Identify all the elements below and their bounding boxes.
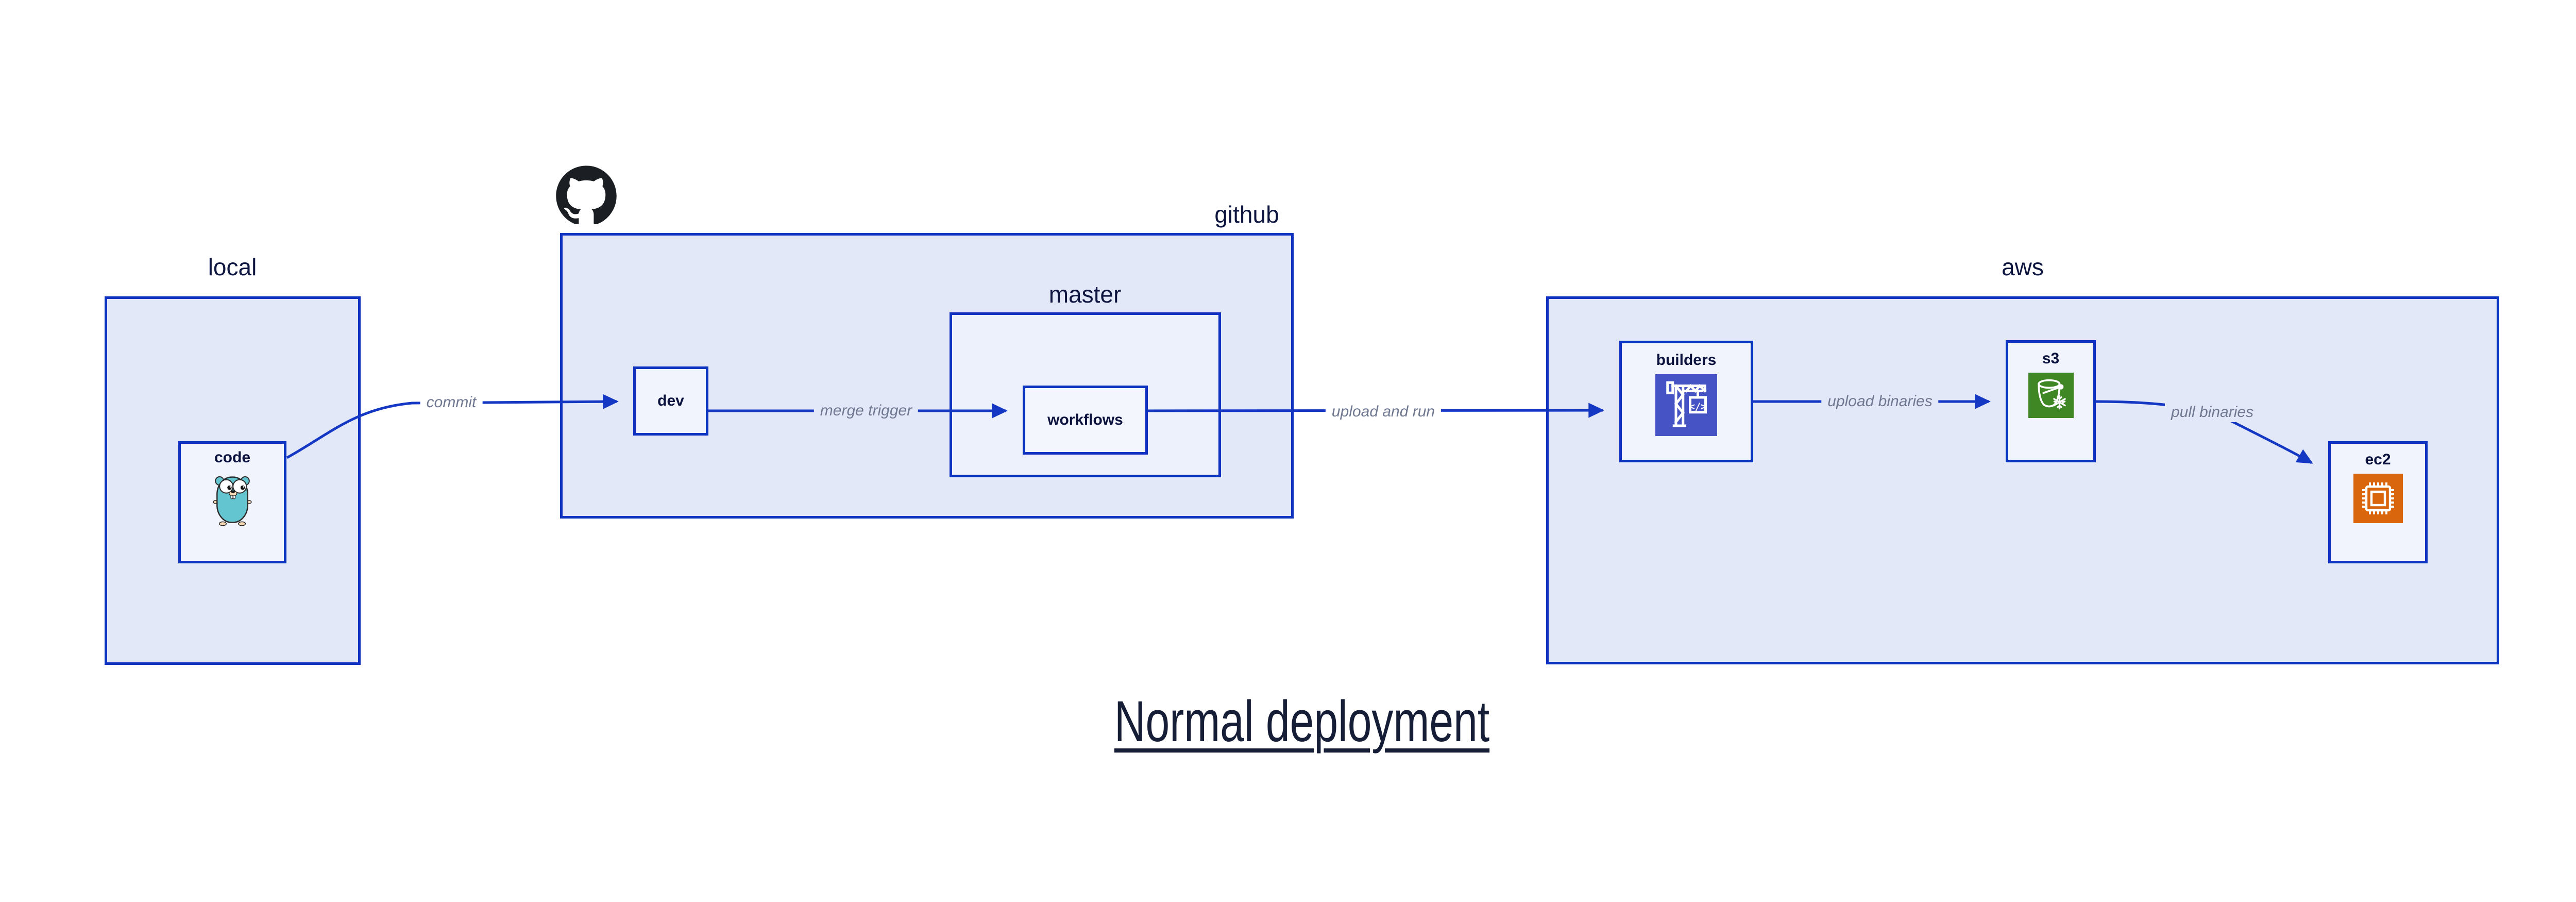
aws-ec2-icon <box>2353 474 2403 523</box>
edge-label-pull-binaries: pull binaries <box>2164 403 2260 422</box>
container-label-github: github <box>1214 201 1279 228</box>
node-s3: s3 <box>2006 340 2096 462</box>
github-logo-icon <box>556 165 617 224</box>
node-dev: dev <box>633 366 708 436</box>
edge-label-commit: commit <box>420 393 483 412</box>
edge-label-upload-binaries: upload binaries <box>1821 392 1939 411</box>
node-label-dev: dev <box>657 392 684 409</box>
diagram-title-text: Normal deployment <box>1114 689 1490 754</box>
node-label-ec2: ec2 <box>2365 451 2391 468</box>
node-ec2: ec2 <box>2328 441 2428 563</box>
aws-codebuild-icon: </> <box>1655 374 1717 436</box>
aws-s3-glacier-icon <box>2028 373 2074 418</box>
node-label-workflows: workflows <box>1047 411 1123 428</box>
svg-text:</>: </> <box>1689 402 1707 412</box>
github-octocat-path <box>556 165 617 224</box>
diagram-title: Normal deployment <box>1052 689 1552 755</box>
node-workflows: workflows <box>1023 386 1148 455</box>
edge-label-upload-and-run: upload and run <box>1325 402 1442 422</box>
edge-label-merge-trigger: merge trigger <box>814 401 919 421</box>
container-label-local: local <box>208 254 257 280</box>
node-builders: builders </> <box>1619 341 1753 462</box>
node-label-builders: builders <box>1656 352 1717 369</box>
node-label-s3: s3 <box>2042 350 2060 367</box>
container-label-aws: aws <box>2002 254 2044 280</box>
container-label-master: master <box>1048 281 1122 308</box>
node-label-code: code <box>214 449 251 466</box>
go-gopher-icon <box>213 476 252 526</box>
node-code: code <box>178 441 286 563</box>
